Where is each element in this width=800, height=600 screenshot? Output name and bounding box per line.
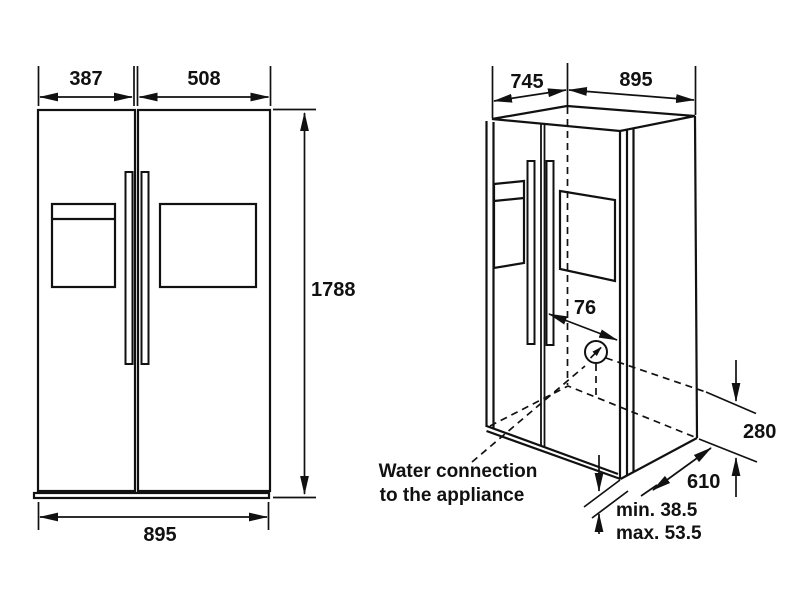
- dimension-label-610: 610: [687, 471, 720, 493]
- front-base-plinth: [32, 491, 271, 500]
- dimension-label-280: 280: [743, 421, 776, 443]
- persp-display-panel: [558, 189, 617, 283]
- front-display-panel: [158, 202, 258, 289]
- connection-height-dashed: [605, 357, 707, 393]
- ref-line-connection-height: [705, 391, 757, 415]
- front-dispenser-panel: [50, 202, 117, 289]
- clearance-max-label: max. 53.5: [616, 523, 702, 544]
- clearance-min-label: min. 38.5: [616, 500, 698, 521]
- perspective-view: 745 895 76 280 610 min. 38.5 max. 53.5 W…: [379, 63, 776, 544]
- dimension-line-745: [493, 88, 567, 103]
- front-left-handle: [124, 171, 134, 365]
- ext-tick-610: [640, 484, 658, 497]
- persp-dispenser-panel: [492, 179, 526, 270]
- dimension-label-76: 76: [574, 297, 596, 319]
- front-right-door: [136, 108, 272, 493]
- water-connection-label-line2: to the appliance: [380, 485, 525, 506]
- persp-side-bottom-edge: [619, 437, 698, 480]
- persp-top-face: [491, 104, 696, 133]
- leader-dashed-line: [471, 365, 586, 463]
- persp-right-handle: [545, 160, 555, 346]
- dimension-label-745: 745: [510, 71, 543, 93]
- footprint-dashed-lines: [489, 385, 698, 439]
- front-view: 387 508 1788 895: [32, 66, 356, 546]
- dimension-label-895-front: 895: [143, 524, 176, 546]
- persp-left-handle: [526, 160, 536, 345]
- dimension-label-895-persp: 895: [619, 69, 652, 91]
- water-connection-label-line1: Water connection: [379, 461, 538, 482]
- dimension-label-508: 508: [187, 68, 220, 90]
- dimension-label-1788: 1788: [311, 279, 356, 301]
- water-connection-arrow-icon: [589, 346, 602, 359]
- persp-dispenser-divider: [493, 196, 525, 203]
- dimension-line-610: [652, 447, 712, 491]
- ref-line-floor: [698, 438, 758, 463]
- persp-back-right-edge: [693, 115, 699, 439]
- clearance-line-top: [583, 479, 621, 508]
- front-left-door: [36, 108, 137, 493]
- persp-door-bottom-edge: [486, 424, 619, 476]
- dimension-line-76: [548, 313, 618, 341]
- dimension-line-895-persp: [568, 87, 695, 103]
- front-right-handle: [140, 171, 150, 365]
- dimension-label-387: 387: [69, 68, 102, 90]
